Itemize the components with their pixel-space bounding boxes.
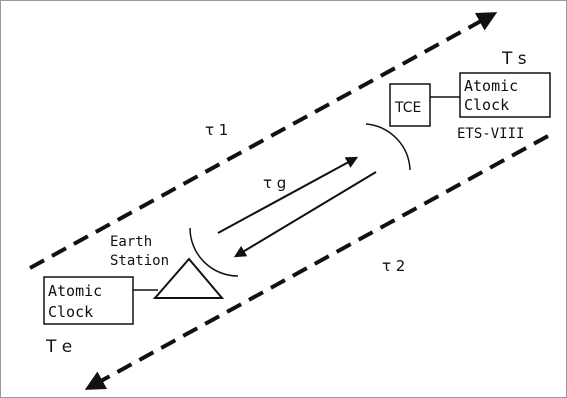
tce-label: TCE [394,100,421,116]
satellite-beam-arc [365,123,411,171]
atomic-clock-bottom-box [43,276,134,325]
atomic-clock-bottom-line1: Atomic [48,282,102,300]
ets-viii-label: ETS-VIII [457,126,524,142]
tau-1-label: τ 1 [205,121,228,139]
tau-g-down-arrow [233,171,377,258]
te-label: T e [45,337,72,357]
ts-label: T s [501,49,527,69]
atomic-clock-top-box [459,72,551,118]
atomic-clock-top-line1: Atomic [464,77,518,95]
uplink-dashed-arrow [29,12,498,270]
atomic-clock-top-line2: Clock [464,96,509,114]
earth-beam-arc [189,227,239,277]
tau-g-label: τ g [263,174,286,192]
earth-station-icon [152,257,225,299]
tau-g-up-arrow [217,156,359,234]
tce-box [389,83,431,127]
earth-station-label-line2: Station [110,253,169,269]
tau-2-label: τ 2 [382,257,405,275]
earth-station-label-line1: Earth [110,234,152,250]
atomic-clock-bottom-line2: Clock [48,303,93,321]
downlink-dashed-arrow [84,134,549,390]
